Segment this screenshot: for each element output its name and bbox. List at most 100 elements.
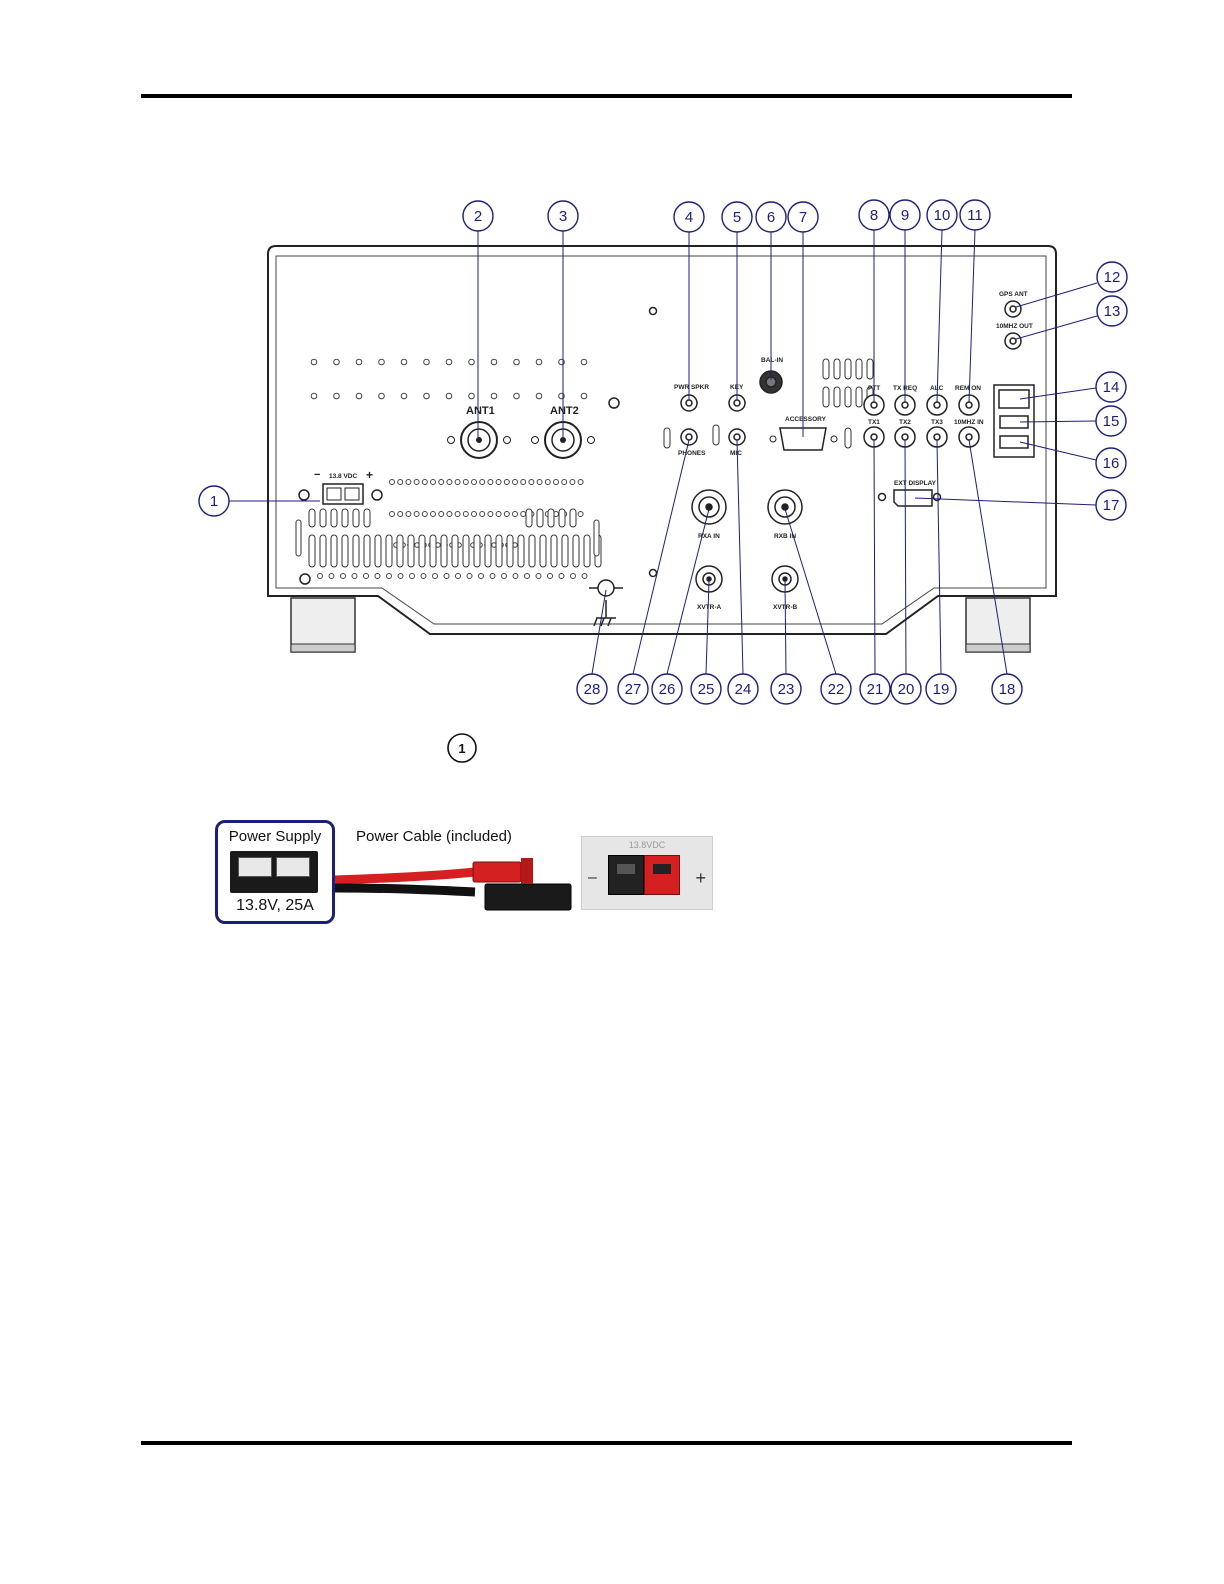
vent-hole — [445, 392, 453, 400]
vent-slot — [451, 534, 459, 568]
vent-hole — [577, 511, 584, 517]
vent-hole — [558, 358, 565, 366]
callout-10: 10 — [926, 199, 958, 231]
detail-callout-number: 1 — [458, 741, 465, 756]
power-cable-title: Power Cable (included) — [356, 828, 512, 845]
vent-hole — [489, 573, 496, 579]
vent-hole — [421, 479, 428, 485]
callout-12: 12 — [1096, 261, 1128, 293]
vent-hole — [445, 358, 453, 366]
vent-slot — [473, 534, 481, 568]
vent-slot — [558, 508, 566, 528]
callout-18: 18 — [991, 673, 1023, 705]
connector-voltage-label: 13.8VDC — [628, 840, 666, 850]
vent-slot — [484, 534, 492, 568]
dc-voltage-label: 13.8 VDC — [329, 473, 357, 480]
callout-4-number: 4 — [685, 209, 693, 226]
vent-slot — [822, 358, 830, 380]
vent-hole — [547, 573, 553, 579]
xvtr-a-label: XVTR-A — [697, 604, 722, 611]
power-supply-box: Power Supply 13.8V, 25A — [215, 820, 335, 924]
vent-slot — [855, 358, 863, 380]
callout-14-number: 14 — [1103, 379, 1120, 396]
vent-slot — [295, 519, 302, 557]
vent-hole — [389, 479, 395, 485]
vent-hole — [471, 479, 477, 485]
vent-slot — [550, 534, 558, 568]
vent-slot — [462, 534, 470, 568]
callout-1: 1 — [198, 485, 230, 517]
vent-hole — [580, 392, 588, 400]
callout-27-number: 27 — [625, 681, 642, 698]
vent-slot — [319, 508, 327, 528]
callout-25: 25 — [690, 673, 722, 705]
vent-hole — [478, 573, 484, 579]
vent-slot — [528, 534, 536, 568]
vent-slot — [385, 534, 393, 568]
vent-hole — [310, 358, 318, 366]
tx3-label: TX3 — [931, 419, 943, 426]
tx2-label: TX2 — [899, 419, 911, 426]
callout-19-number: 19 — [933, 681, 950, 698]
vent-hole — [363, 573, 369, 579]
vent-hole — [466, 573, 473, 579]
power-cable-image — [335, 858, 572, 911]
vent-slot — [663, 427, 671, 449]
vent-slot — [844, 386, 852, 408]
ant1-connector: ANT1 — [447, 405, 511, 459]
remon-label: REM ON — [955, 385, 981, 392]
power-supply-title: Power Supply — [228, 828, 322, 845]
callout-21-number: 21 — [867, 681, 884, 698]
vent-hole — [462, 479, 469, 485]
callout-9: 9 — [889, 199, 921, 231]
tx1-label: TX1 — [868, 419, 880, 426]
callout-8-number: 8 — [870, 207, 878, 224]
vent-slot — [506, 534, 514, 568]
vent-hole — [378, 358, 385, 366]
connector-plus-label: + — [695, 868, 706, 888]
connector-black-terminal — [608, 855, 644, 895]
rear-panel-diagram: ANT1 ANT2 − 13.8 VDC + PWR SPKR KEY BAL-… — [198, 199, 1128, 763]
vent-hole — [333, 392, 340, 400]
vent-slot — [536, 508, 544, 528]
accessory-label: ACCESSORY — [785, 416, 827, 423]
vent-hole — [374, 573, 381, 579]
vent-hole — [454, 479, 461, 485]
dc-power-connector: − 13.8 VDC + — [314, 468, 373, 505]
10mhz-out-label: 10MHZ OUT — [996, 323, 1033, 330]
vent-slot — [572, 534, 580, 568]
vent-slot — [569, 508, 577, 528]
callout-8: 8 — [858, 199, 890, 231]
vent-slot — [308, 508, 316, 528]
vent-hole — [420, 573, 427, 579]
vent-slot — [374, 534, 382, 568]
vent-hole — [328, 573, 335, 579]
vent-slot — [866, 358, 874, 380]
vent-hole — [468, 392, 475, 400]
vent-hole — [413, 511, 420, 517]
screws — [298, 306, 942, 585]
vent-hole — [413, 479, 420, 485]
vent-hole — [503, 511, 510, 517]
vent-hole — [503, 479, 510, 485]
vent-hole — [513, 392, 520, 400]
callout-13: 13 — [1096, 295, 1128, 327]
vent-slot — [407, 534, 415, 568]
vent-hole — [520, 479, 527, 485]
connector-red-terminal — [644, 855, 680, 895]
vent-hole — [423, 392, 430, 400]
callout-22-number: 22 — [828, 681, 845, 698]
vent-hole — [577, 479, 584, 485]
callout-10-number: 10 — [934, 207, 951, 224]
vent-hole — [355, 392, 363, 400]
vent-hole — [544, 479, 551, 485]
vent-slot — [429, 534, 437, 568]
vent-slot — [583, 534, 591, 568]
vent-hole — [430, 511, 436, 517]
callout-19: 19 — [925, 673, 957, 705]
vent-hole — [446, 479, 453, 485]
callout-3: 3 — [547, 200, 579, 232]
callout-13-number: 13 — [1104, 303, 1121, 320]
vent-hole — [490, 358, 498, 366]
vent-hole — [400, 392, 408, 400]
